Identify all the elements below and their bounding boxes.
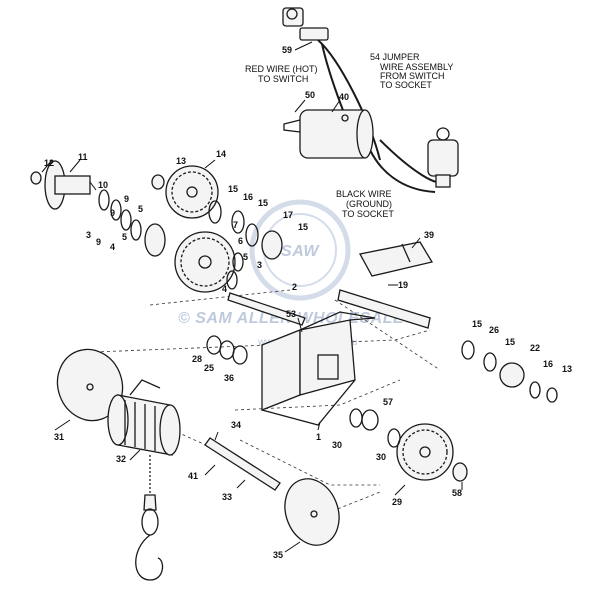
callout: 1 bbox=[316, 432, 321, 442]
callout: 12 bbox=[44, 158, 54, 168]
callout: 5 bbox=[243, 252, 248, 262]
black-wire-line-1: BLACK WIRE bbox=[336, 189, 392, 199]
gear-washers bbox=[208, 200, 283, 290]
end-hub-part bbox=[30, 160, 91, 210]
watermark-logo: SAW bbox=[249, 199, 351, 301]
callout: 9 bbox=[110, 208, 115, 218]
bearings-left bbox=[206, 335, 248, 365]
annotation-red-wire: RED WIRE (HOT) TO SWITCH bbox=[245, 64, 318, 84]
callout: 10 bbox=[98, 180, 108, 190]
gear-large-middle bbox=[174, 231, 236, 293]
red-wire-line-1: RED WIRE (HOT) bbox=[245, 64, 318, 74]
callout: 3 bbox=[86, 230, 91, 240]
callout: 4 bbox=[222, 284, 227, 294]
callout: 30 bbox=[376, 452, 386, 462]
callout: 16 bbox=[243, 192, 253, 202]
callout: 40 bbox=[339, 92, 349, 102]
watermark-logo-text: SAW bbox=[281, 243, 320, 260]
callout: 13 bbox=[176, 156, 186, 166]
shaft-2-part bbox=[227, 292, 306, 326]
callout: 15 bbox=[505, 337, 515, 347]
red-wire-line-2: TO SWITCH bbox=[258, 74, 308, 84]
callout: 15 bbox=[228, 184, 238, 194]
callout: 36 bbox=[224, 373, 234, 383]
gear-large-top bbox=[165, 165, 219, 219]
pin-34 bbox=[214, 431, 219, 441]
callout: 57 bbox=[383, 397, 393, 407]
callout: 16 bbox=[543, 359, 553, 369]
callout: 3 bbox=[257, 260, 262, 270]
callout: 50 bbox=[305, 90, 315, 100]
annotation-jumper: 54 JUMPER WIRE ASSEMBLY FROM SWITCH TO S… bbox=[370, 52, 453, 90]
callout: 31 bbox=[54, 432, 64, 442]
leader-lines bbox=[41, 41, 463, 553]
callout: 39 bbox=[424, 230, 434, 240]
callout: 35 bbox=[273, 550, 283, 560]
callout: 25 bbox=[204, 363, 214, 373]
callout: 13 bbox=[562, 364, 572, 374]
jumper-line-1: 54 JUMPER bbox=[370, 52, 420, 62]
callout: 2 bbox=[292, 282, 297, 292]
winch-frame bbox=[261, 311, 376, 426]
callout: 7 bbox=[233, 220, 238, 230]
drum-shaft bbox=[204, 437, 281, 491]
cable-drum bbox=[107, 379, 181, 456]
washer-stack bbox=[98, 189, 166, 257]
callout: 15 bbox=[472, 319, 482, 329]
callout: 4 bbox=[110, 242, 115, 252]
drum-gear bbox=[396, 423, 454, 481]
callout: 26 bbox=[489, 325, 499, 335]
callout: 9 bbox=[124, 194, 129, 204]
callout: 32 bbox=[116, 454, 126, 464]
drum-plate-right bbox=[284, 478, 340, 546]
black-wire-line-2: (GROUND) bbox=[346, 199, 392, 209]
jumper-line-3: FROM SWITCH bbox=[380, 71, 445, 81]
callout: 14 bbox=[216, 149, 226, 159]
jumper-line-2: WIRE ASSEMBLY bbox=[380, 62, 453, 72]
callout: 41 bbox=[188, 471, 198, 481]
callout: 58 bbox=[452, 488, 462, 498]
drive-shaft-part bbox=[337, 289, 431, 329]
callout: 33 bbox=[222, 492, 232, 502]
hook-cable bbox=[135, 455, 164, 581]
callout: 53 bbox=[286, 309, 296, 319]
callout: 9 bbox=[96, 237, 101, 247]
nut-58 bbox=[452, 462, 468, 482]
callout: 11 bbox=[78, 152, 88, 162]
jumper-line-4: TO SOCKET bbox=[380, 80, 432, 90]
callout: 17 bbox=[283, 210, 293, 220]
annotation-black-wire: BLACK WIRE (GROUND) TO SOCKET bbox=[336, 189, 394, 219]
black-wire-line-3: TO SOCKET bbox=[342, 209, 394, 219]
callout: 22 bbox=[530, 343, 540, 353]
callout: 30 bbox=[332, 440, 342, 450]
motor-part bbox=[283, 109, 374, 159]
callout: 6 bbox=[238, 236, 243, 246]
callout: 15 bbox=[298, 222, 308, 232]
callout: 59 bbox=[282, 45, 292, 55]
bushing-30b bbox=[387, 428, 401, 448]
callout: 5 bbox=[122, 232, 127, 242]
bracket-part bbox=[359, 241, 434, 277]
callout: 28 bbox=[192, 354, 202, 364]
switch-part bbox=[282, 7, 329, 41]
callout: 5 bbox=[138, 204, 143, 214]
bearing-57 bbox=[361, 409, 379, 431]
callout: 19 bbox=[398, 280, 408, 290]
socket-part bbox=[427, 127, 459, 188]
right-side-parts bbox=[461, 340, 558, 403]
nut-13 bbox=[151, 174, 165, 190]
callouts: 59 50 40 12 11 10 13 14 9 9 9 3 5 5 4 15… bbox=[44, 45, 572, 560]
callout: 34 bbox=[231, 420, 241, 430]
bushing-30a bbox=[349, 408, 363, 428]
callout: 15 bbox=[258, 198, 268, 208]
drum-plate-left bbox=[56, 348, 124, 422]
callout: 29 bbox=[392, 497, 402, 507]
